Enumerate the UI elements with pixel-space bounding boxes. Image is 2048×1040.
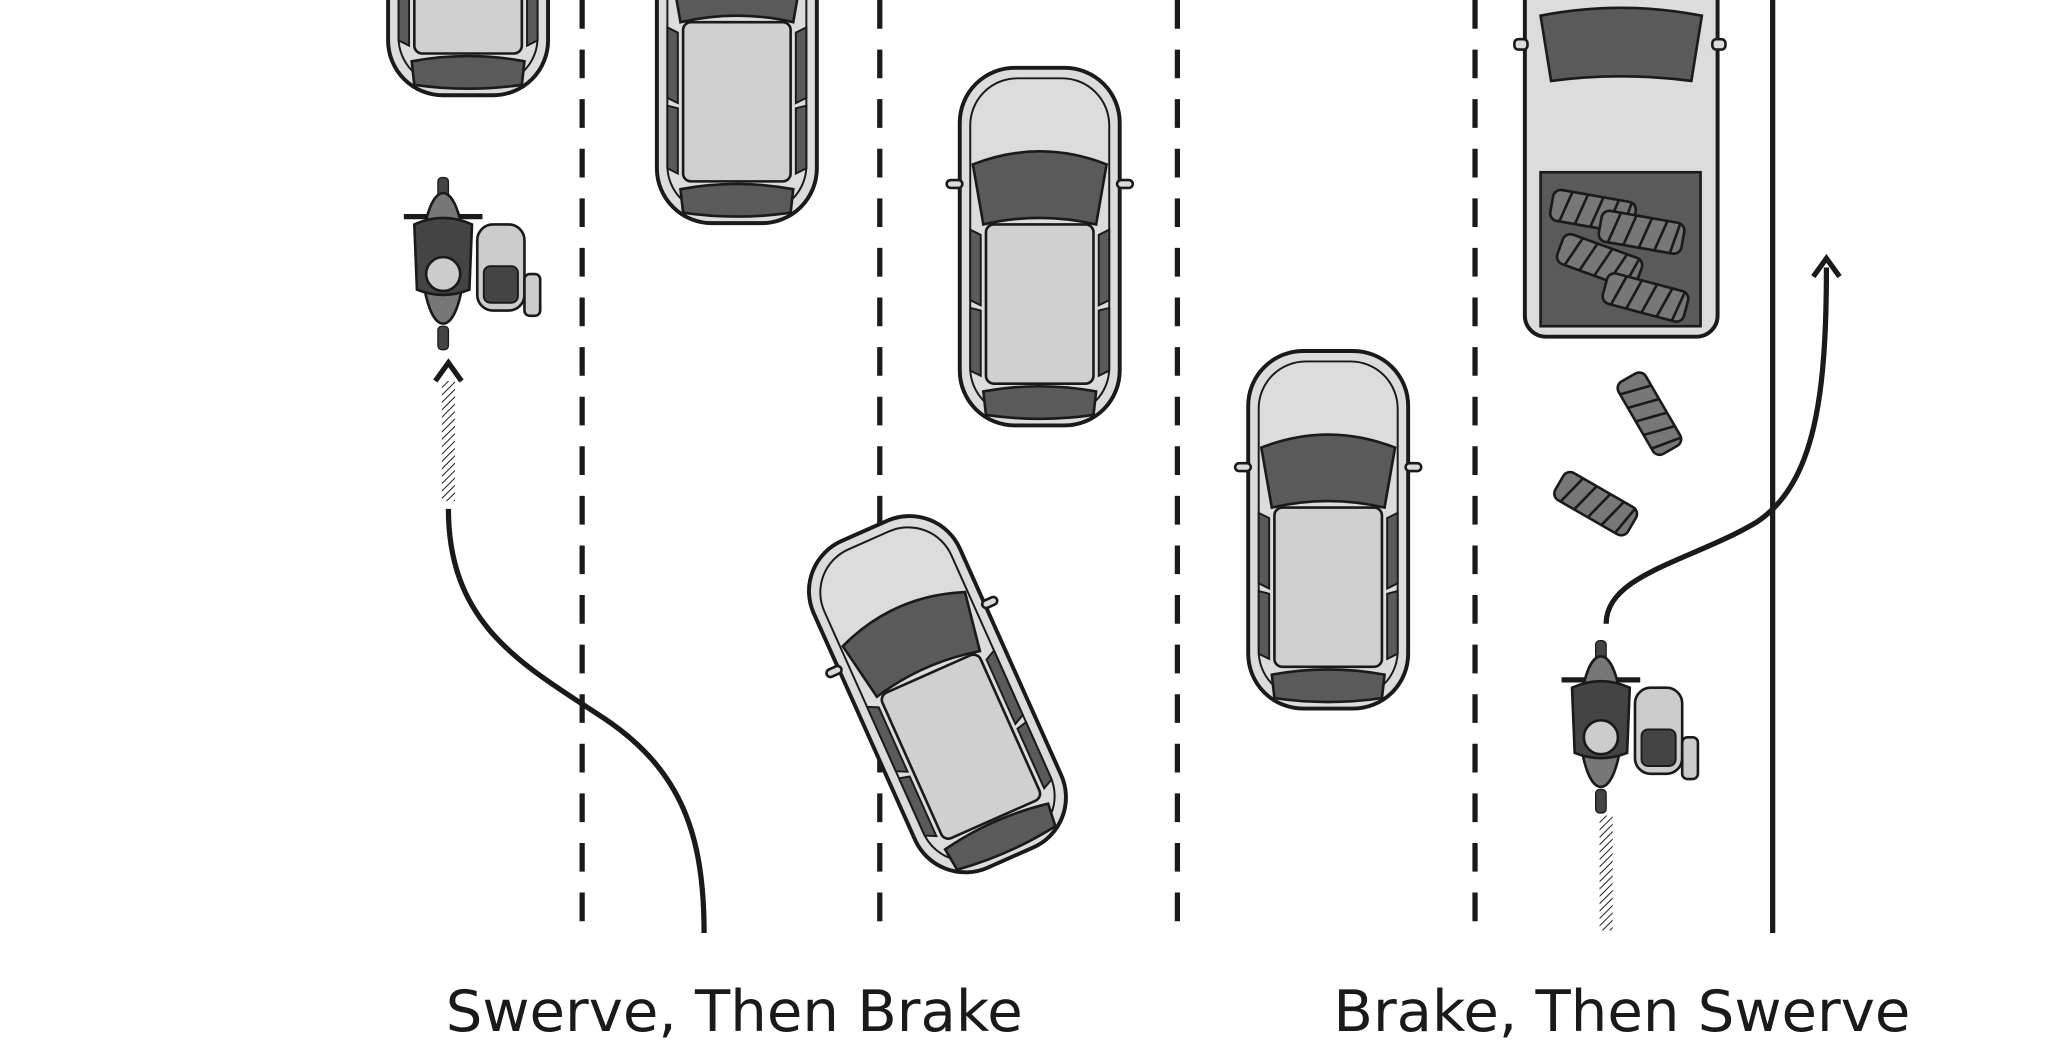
falling-tire-icon — [1550, 467, 1642, 540]
caption-brake-then-swerve: Brake, Then Swerve — [1333, 978, 1910, 1040]
arrow-head-icon — [1811, 253, 1842, 279]
pickup-truck — [1513, 0, 1727, 339]
caption-swerve-then-brake: Swerve, Then Brake — [446, 978, 1023, 1040]
swerve-path-right — [1603, 267, 1830, 624]
direction-arrow-icon — [433, 358, 464, 383]
motorcycle-sidecar — [1562, 641, 1698, 813]
car — [641, 0, 832, 226]
lane-markings — [579, 0, 1478, 933]
falling-tire-icon — [1613, 368, 1686, 459]
swerve-path-left — [445, 508, 707, 933]
swerving-car — [777, 491, 1098, 898]
motorcycle-sidecar — [404, 177, 540, 349]
car — [944, 65, 1135, 428]
motorcycle-trail — [1599, 815, 1613, 931]
car — [1233, 349, 1424, 711]
car — [373, 0, 564, 98]
motorcycle-trail — [441, 381, 455, 502]
